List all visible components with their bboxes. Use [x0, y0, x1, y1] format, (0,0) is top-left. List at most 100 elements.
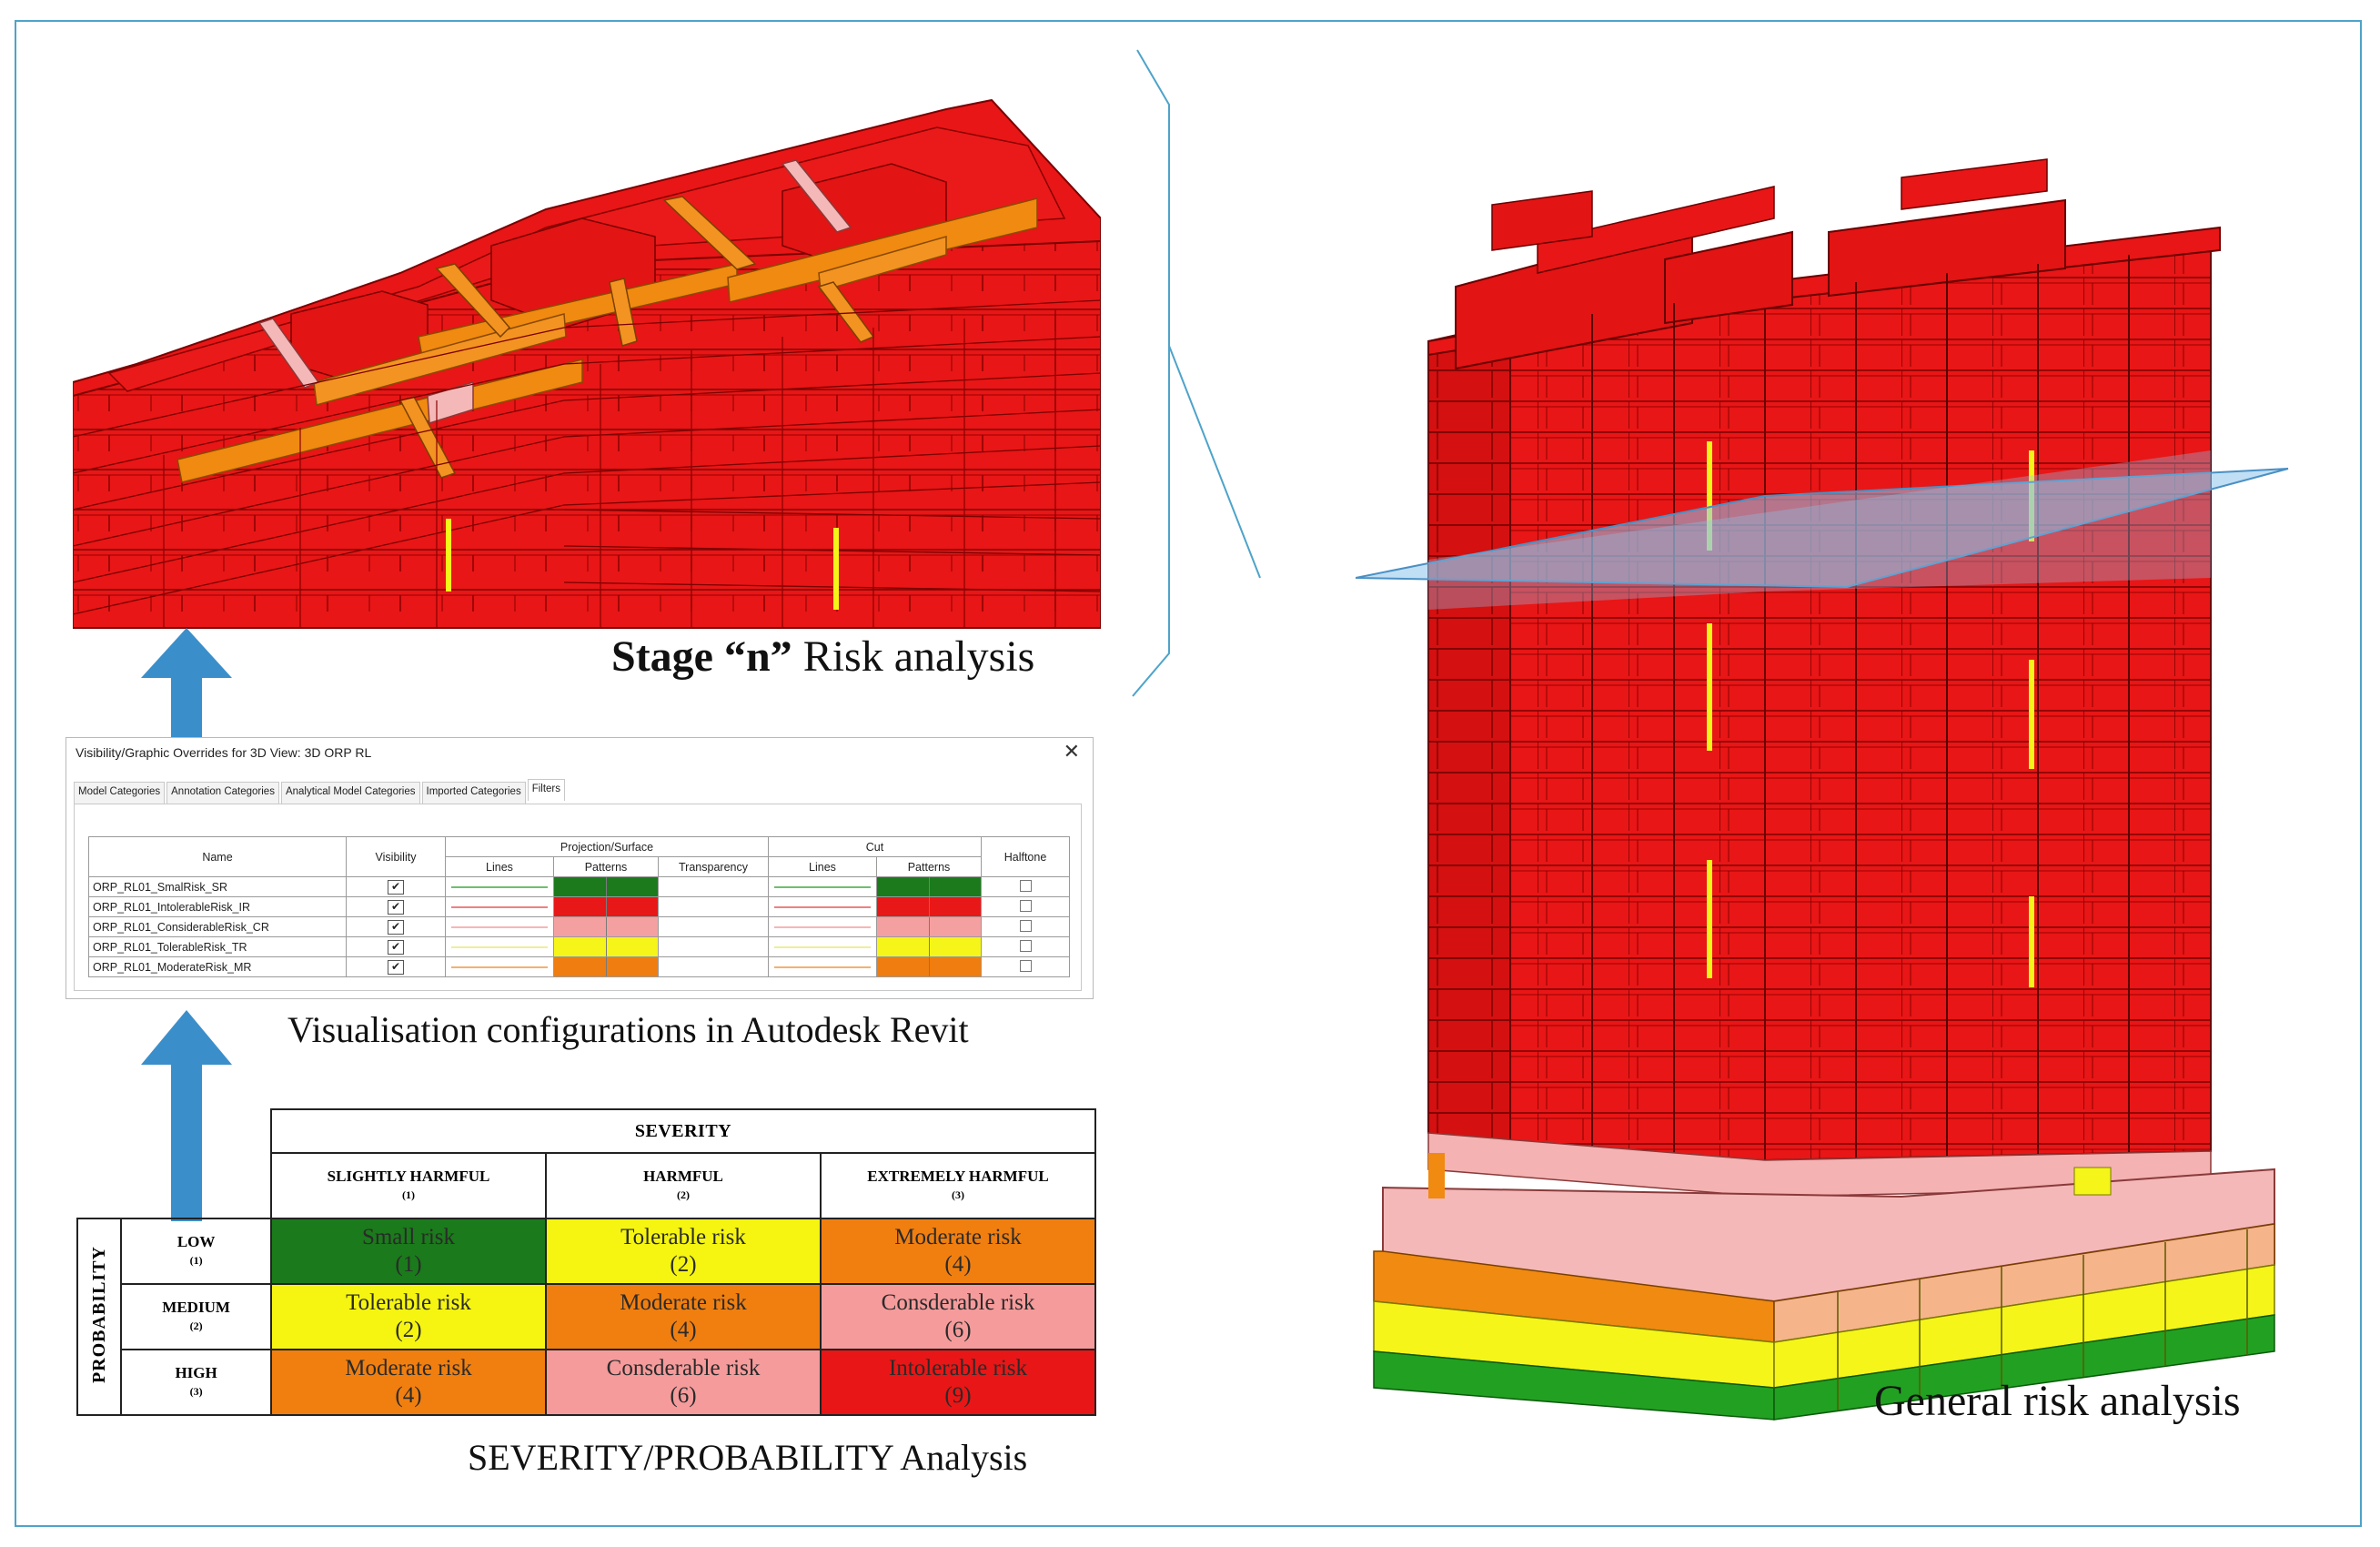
filter-name[interactable]: ORP_RL01_SmalRisk_SR — [88, 876, 347, 897]
probability-row-header: MEDIUM (2) — [120, 1283, 272, 1350]
filter-row[interactable]: ORP_RL01_ConsiderableRisk_CR ✔ — [88, 916, 1070, 937]
visibility-cell[interactable]: ✔ — [346, 956, 446, 977]
transparency-cell[interactable] — [658, 896, 769, 917]
filter-name[interactable]: ORP_RL01_IntolerableRisk_IR — [88, 896, 347, 917]
col-proj-lines[interactable]: Lines — [445, 856, 554, 877]
cut-patterns-cell[interactable] — [876, 876, 982, 897]
severity-level-label: HARMFUL — [643, 1168, 723, 1185]
risk-cell-label: Consderable risk — [881, 1290, 1035, 1315]
tab-filters[interactable]: Filters — [527, 779, 566, 801]
risk-cell-label: Tolerable risk — [620, 1225, 746, 1249]
cut-lines-cell[interactable] — [768, 956, 877, 977]
col-visibility[interactable]: Visibility — [346, 836, 446, 877]
severity-level-label: SLIGHTLY HARMFUL — [327, 1168, 490, 1185]
risk-cell-label: Tolerable risk — [346, 1290, 471, 1315]
risk-cell-value: (4) — [670, 1318, 697, 1342]
halftone-checkbox[interactable] — [1019, 959, 1032, 972]
proj-patterns-cell[interactable] — [553, 956, 659, 977]
tab-imported-categories[interactable]: Imported Categories — [421, 782, 526, 804]
severity-level-number: (1) — [402, 1188, 415, 1201]
halftone-checkbox[interactable] — [1019, 939, 1032, 952]
filter-row[interactable]: ORP_RL01_IntolerableRisk_IR ✔ — [88, 896, 1070, 917]
transparency-cell[interactable] — [658, 956, 769, 977]
visibility-cell[interactable]: ✔ — [346, 896, 446, 917]
cut-patterns-cell[interactable] — [876, 936, 982, 957]
cut-lines-cell[interactable] — [768, 916, 877, 937]
risk-cell-label: Moderate risk — [894, 1225, 1022, 1249]
proj-lines-cell[interactable] — [445, 876, 554, 897]
col-transparency[interactable]: Transparency — [658, 856, 769, 877]
probability-row-header: HIGH(3) — [120, 1349, 272, 1416]
proj-patterns-cell[interactable] — [553, 896, 659, 917]
visibility-checkbox[interactable]: ✔ — [388, 919, 404, 935]
risk-cell: Tolerable risk (2) — [270, 1283, 547, 1350]
cut-patterns-cell[interactable] — [876, 916, 982, 937]
matrix-row: HIGH(3)Moderate risk(4)Consderable risk(… — [77, 1349, 1096, 1416]
proj-lines-cell[interactable] — [445, 936, 554, 957]
filter-row[interactable]: ORP_RL01_SmalRisk_SR ✔ — [88, 876, 1070, 897]
halftone-cell[interactable] — [981, 896, 1070, 917]
tab-model-categories[interactable]: Model Categories — [74, 782, 166, 804]
cut-patterns-cell[interactable] — [876, 956, 982, 977]
visibility-checkbox[interactable]: ✔ — [388, 939, 404, 955]
visibility-checkbox[interactable]: ✔ — [388, 879, 404, 895]
filter-row[interactable]: ORP_RL01_TolerableRisk_TR ✔ — [88, 936, 1070, 957]
col-halftone[interactable]: Halftone — [981, 836, 1070, 877]
col-cut: Cut — [768, 836, 982, 857]
probability-level-number: (2) — [189, 1320, 203, 1332]
severity-level-label: EXTREMELY HARMFUL — [867, 1168, 1049, 1185]
col-cut-patterns[interactable]: Patterns — [876, 856, 982, 877]
pattern-swatch — [877, 957, 981, 976]
risk-cell: Moderate risk(4) — [270, 1349, 547, 1416]
risk-cell-value: (6) — [944, 1318, 972, 1342]
tab-annotation-categories[interactable]: Annotation Categories — [166, 782, 279, 804]
halftone-cell[interactable] — [981, 936, 1070, 957]
halftone-checkbox[interactable] — [1019, 879, 1032, 892]
transparency-cell[interactable] — [658, 936, 769, 957]
cut-lines-cell[interactable] — [768, 936, 877, 957]
probability-header: PROBABILITY — [76, 1218, 123, 1416]
proj-patterns-cell[interactable] — [553, 916, 659, 937]
col-name[interactable]: Name — [88, 836, 347, 877]
proj-lines-cell[interactable] — [445, 896, 554, 917]
proj-patterns-cell[interactable] — [553, 936, 659, 957]
filters-table: Name Visibility Projection/Surface Cut H… — [88, 836, 1070, 977]
probability-level-number: (3) — [189, 1385, 203, 1398]
risk-cell: Small risk(1) — [270, 1218, 547, 1285]
transparency-cell[interactable] — [658, 916, 769, 937]
probability-level-label: MEDIUM — [162, 1299, 230, 1316]
halftone-cell[interactable] — [981, 916, 1070, 937]
cut-lines-cell[interactable] — [768, 896, 877, 917]
close-icon[interactable]: ✕ — [1063, 740, 1080, 763]
halftone-checkbox[interactable] — [1019, 919, 1032, 932]
dialog-tabs: Model Categories Annotation Categories A… — [74, 779, 567, 804]
visibility-cell[interactable]: ✔ — [346, 936, 446, 957]
col-cut-lines[interactable]: Lines — [768, 856, 877, 877]
col-proj-patterns[interactable]: Patterns — [553, 856, 659, 877]
filter-row[interactable]: ORP_RL01_ModerateRisk_MR ✔ — [88, 956, 1070, 977]
proj-lines-cell[interactable] — [445, 956, 554, 977]
risk-cell-value: (2) — [395, 1318, 422, 1342]
matrix-row: MEDIUM(2)Tolerable risk(2)Moderate risk(… — [77, 1283, 1096, 1350]
visibility-cell[interactable]: ✔ — [346, 916, 446, 937]
halftone-cell[interactable] — [981, 876, 1070, 897]
halftone-checkbox[interactable] — [1019, 899, 1032, 912]
filter-name[interactable]: ORP_RL01_ModerateRisk_MR — [88, 956, 347, 977]
cut-patterns-cell[interactable] — [876, 896, 982, 917]
severity-probability-matrix: SEVERITY SLIGHTLY HARMFUL(1)HARMFUL(2)EX… — [76, 1108, 1096, 1416]
proj-lines-cell[interactable] — [445, 916, 554, 937]
filter-name[interactable]: ORP_RL01_ConsiderableRisk_CR — [88, 916, 347, 937]
cut-lines-cell[interactable] — [768, 876, 877, 897]
transparency-cell[interactable] — [658, 876, 769, 897]
line-swatch — [774, 925, 871, 928]
proj-patterns-cell[interactable] — [553, 876, 659, 897]
line-swatch — [774, 945, 871, 948]
visibility-checkbox[interactable]: ✔ — [388, 899, 404, 915]
pattern-swatch — [877, 917, 981, 936]
tab-analytical-model-categories[interactable]: Analytical Model Categories — [280, 782, 420, 804]
visibility-cell[interactable]: ✔ — [346, 876, 446, 897]
filter-name[interactable]: ORP_RL01_TolerableRisk_TR — [88, 936, 347, 957]
visibility-checkbox[interactable]: ✔ — [388, 959, 404, 975]
halftone-cell[interactable] — [981, 956, 1070, 977]
line-swatch — [774, 905, 871, 908]
